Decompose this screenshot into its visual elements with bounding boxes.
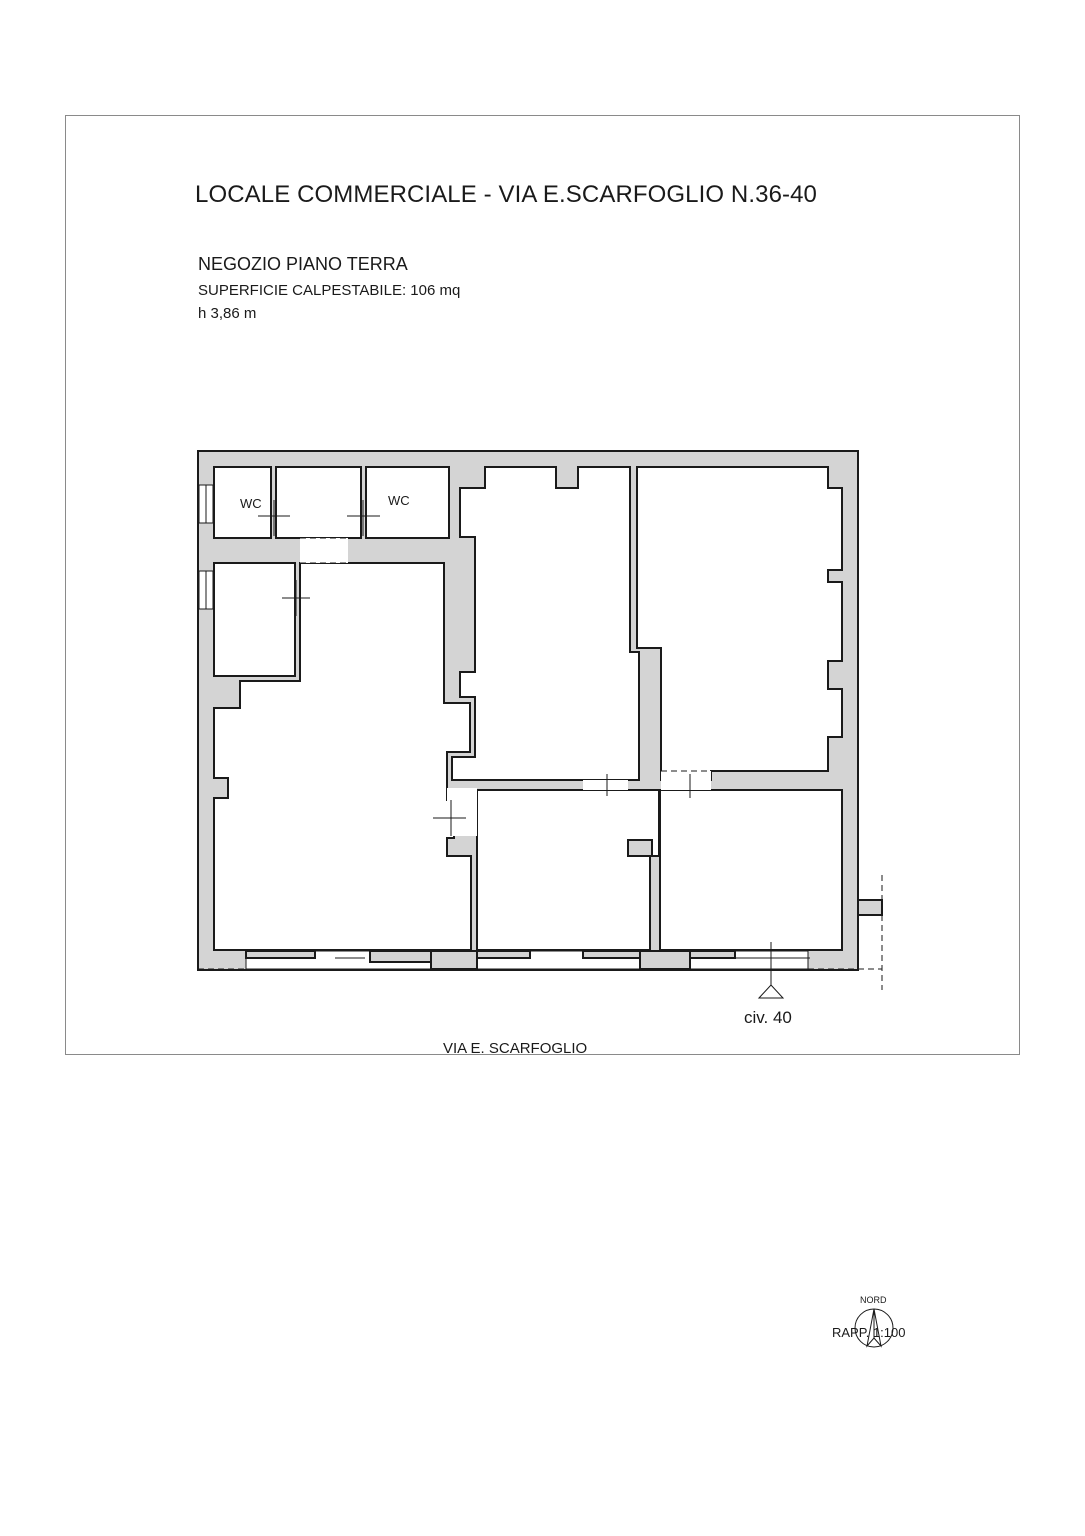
drawing-frame bbox=[65, 115, 1020, 1055]
front-pier-7 bbox=[689, 950, 736, 959]
front-pier-1 bbox=[245, 950, 316, 959]
door-gap-central bbox=[447, 788, 477, 836]
entrance-triangle-icon bbox=[757, 984, 785, 999]
height-label: h 3,86 m bbox=[198, 305, 257, 322]
room-central-lower bbox=[476, 789, 660, 951]
entrance-number: civ. 40 bbox=[744, 1008, 792, 1027]
front-pier-6 bbox=[639, 950, 691, 970]
front-pier-4 bbox=[476, 950, 531, 959]
room-storage bbox=[213, 562, 296, 677]
room-central-upper bbox=[451, 466, 640, 781]
north-label: NORD bbox=[860, 1295, 887, 1305]
north-arrow-icon bbox=[854, 1308, 894, 1348]
front-pier-3 bbox=[430, 950, 478, 970]
scale-label: RAPP. 1:100 bbox=[832, 1325, 906, 1340]
room-right-lower bbox=[659, 789, 843, 951]
room-wc-1 bbox=[213, 466, 272, 539]
front-pier-2 bbox=[369, 950, 432, 963]
street-name: VIA E. SCARFOGLIO bbox=[443, 1040, 588, 1057]
door-gap-upper-lower bbox=[583, 780, 628, 790]
drawing-title: LOCALE COMMERCIALE - VIA E.SCARFOGLIO N.… bbox=[195, 181, 818, 208]
surface-label: SUPERFICIE CALPESTABILE: 106 mq bbox=[198, 282, 461, 299]
floor-label: NEGOZIO PIANO TERRA bbox=[198, 254, 408, 274]
right-stub-wall bbox=[857, 899, 883, 916]
room-shop-main bbox=[213, 562, 472, 951]
room-wc-2 bbox=[365, 466, 450, 539]
label-wc-2: WC bbox=[388, 493, 410, 508]
label-wc-1: WC bbox=[240, 496, 262, 511]
room-anteroom bbox=[275, 466, 362, 539]
room-right-large bbox=[636, 466, 843, 781]
door-gap-right bbox=[661, 771, 711, 790]
door-gap-corridor bbox=[300, 538, 348, 563]
